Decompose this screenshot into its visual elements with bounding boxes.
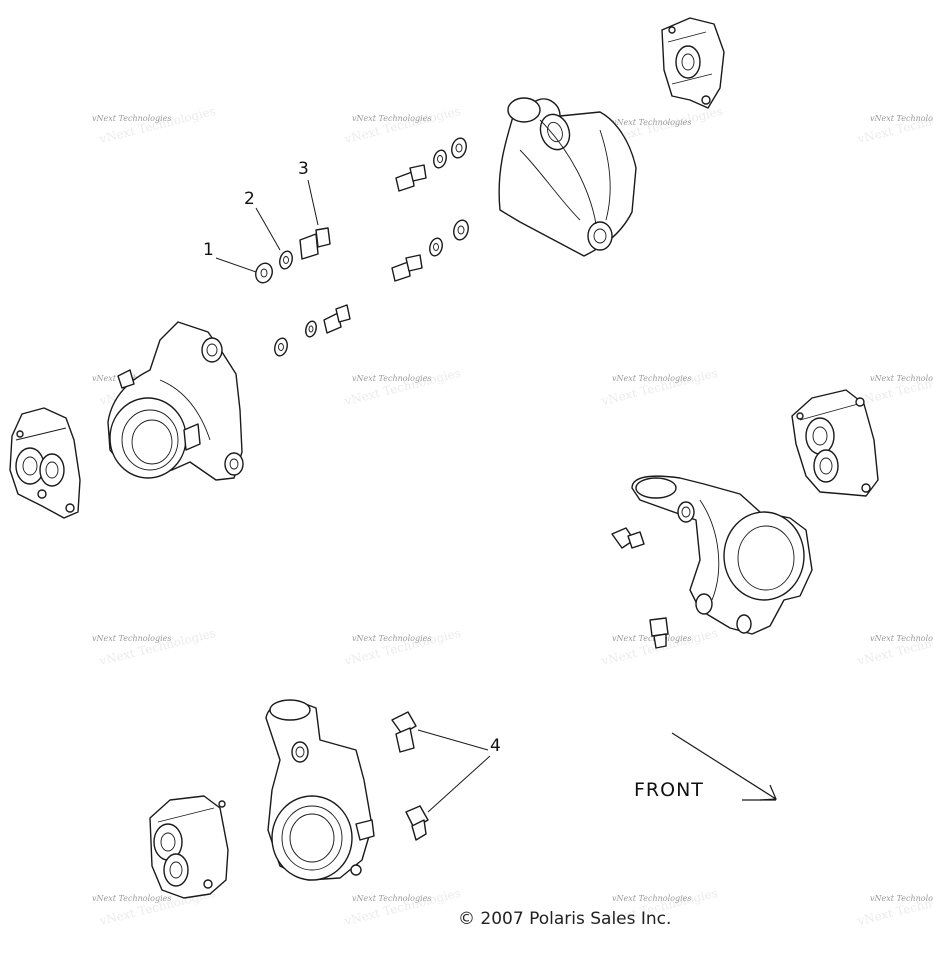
callout-2: 2: [244, 189, 255, 209]
watermark: vNext Technologies: [612, 634, 692, 643]
leader-line-4b: [427, 755, 491, 813]
washer-2: [279, 250, 293, 270]
watermark: vNext Technologies: [352, 634, 432, 643]
watermark: vNext Technologies: [92, 894, 172, 903]
bolt-3: [299, 227, 331, 260]
leader-line-2: [255, 207, 281, 251]
front-spindle-left: [265, 699, 375, 881]
bolt-spindle-right-upper: [611, 527, 645, 549]
callout-4: 4: [490, 736, 501, 756]
watermark: vNext Technologies: [612, 894, 692, 903]
bolt-4-upper: [391, 711, 417, 753]
washer-set-lower-left: [274, 304, 351, 357]
watermark: vNext Technologies: [352, 894, 432, 903]
brake-caliper-right: [791, 389, 879, 497]
watermark: vNext Technologies: [612, 374, 692, 383]
front-spindle-right: [631, 475, 813, 635]
watermark: vNext Technologies: [870, 114, 933, 123]
watermark: vNext Technologies: [92, 114, 172, 123]
copyright-notice: © 2007 Polaris Sales Inc.: [458, 909, 672, 929]
callout-1: 1: [203, 240, 214, 260]
leader-line-3: [307, 179, 319, 226]
bolt-4-lower: [405, 805, 429, 841]
bearing-carrier-left: [107, 321, 244, 481]
washer-1: [255, 262, 273, 284]
front-direction-label: FRONT: [634, 779, 704, 801]
bearing-carrier-upper: [498, 97, 637, 257]
watermark: vNext Technologies: [352, 114, 432, 123]
watermark: vNext Technologies: [870, 374, 933, 383]
watermark: vNext Technologies: [612, 118, 692, 127]
callout-3: 3: [298, 159, 309, 179]
front-arrow: [671, 732, 777, 801]
brake-caliper-left: [9, 407, 81, 519]
leader-line-4a: [417, 729, 489, 751]
leader-line-1: [215, 257, 257, 273]
bolt-washer-set-middle: [391, 219, 469, 282]
leader-lines: [215, 179, 491, 813]
brake-caliper-upper-right: [661, 17, 725, 109]
watermark: vNext Technologies: [870, 634, 933, 643]
brake-caliper-lower-left: [149, 795, 229, 899]
bolt-washer-set-upper: [395, 137, 467, 192]
watermark: vNext Technologies: [352, 374, 432, 383]
watermark: vNext Technologies: [92, 634, 172, 643]
watermark: vNext Technologies: [870, 894, 933, 903]
bolt-spindle-right-lower: [649, 617, 669, 649]
